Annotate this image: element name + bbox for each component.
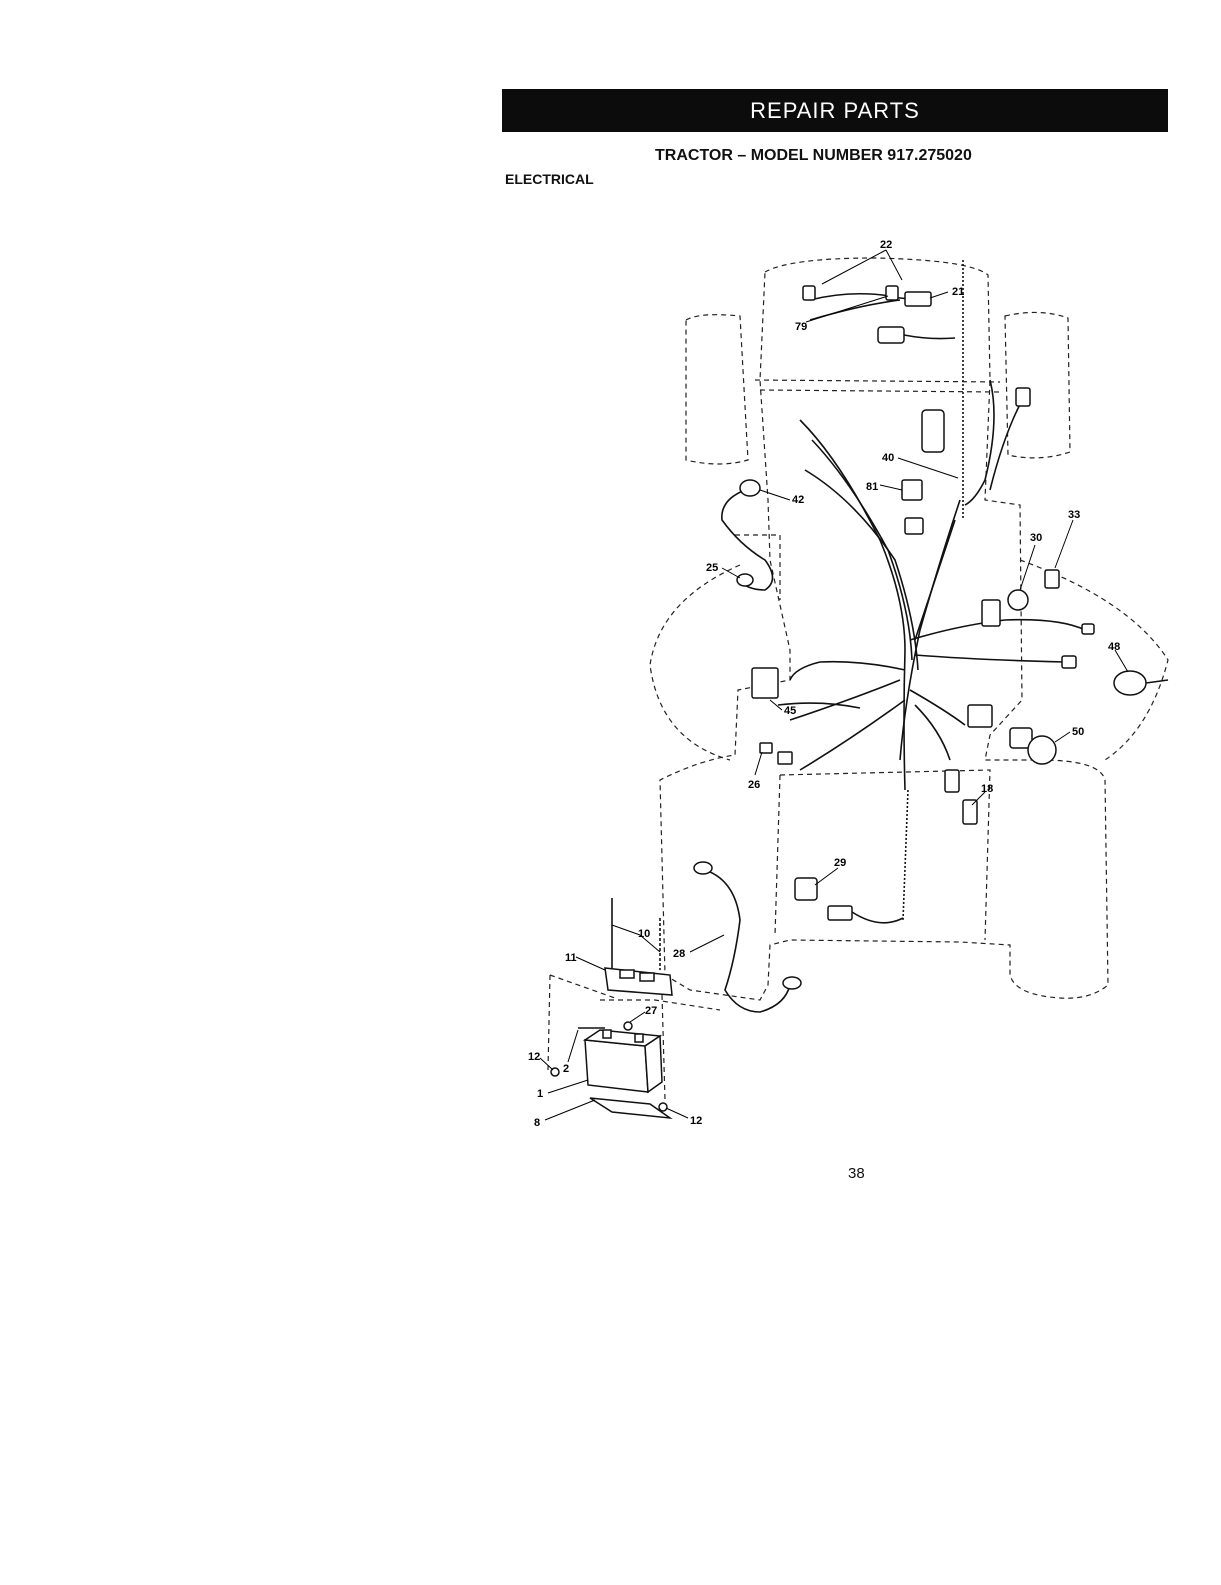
solenoid-29 [795,878,903,923]
callout-11: 11 [565,952,577,964]
callout-42: 42 [792,494,804,506]
repair-parts-banner: REPAIR PARTS [502,89,1168,132]
callout-22: 22 [880,239,892,251]
callout-81: 81 [866,481,878,493]
callout-26: 26 [748,779,760,791]
callout-21: 21 [952,286,964,298]
callout-45: 45 [784,705,796,717]
callout-33: 33 [1068,509,1080,521]
part-50 [1010,728,1056,764]
callout-48: 48 [1108,641,1120,653]
relay-81 [902,480,922,500]
section-label: ELECTRICAL [505,171,594,187]
callout-79: 79 [795,321,807,333]
part-26 [760,743,792,764]
callout-25: 25 [706,562,718,574]
callout-18: 18 [981,783,993,795]
callout-29: 29 [834,857,846,869]
callout-50: 50 [1072,726,1084,738]
callout-2: 2 [563,1063,569,1075]
callout-40: 40 [882,452,894,464]
ignition-switch-30 [1008,570,1059,610]
coiled-wire-lower [903,790,908,920]
battery-bracket [605,898,672,995]
part-18 [963,800,977,824]
part-48 [1114,671,1168,695]
electrical-parts-diagram: 22 21 79 40 81 42 33 30 25 48 45 50 26 1… [520,230,1180,1140]
callout-12-left: 12 [528,1051,540,1063]
callout-8: 8 [534,1117,540,1129]
battery-cable-28 [694,862,801,1012]
callout-27: 27 [645,1005,657,1017]
callout-28: 28 [673,948,685,960]
callout-10: 10 [638,928,650,940]
page-number: 38 [848,1165,865,1182]
callout-1: 1 [537,1088,543,1100]
banner-title: REPAIR PARTS [750,98,920,124]
front-headlight-harness [803,286,955,343]
callout-30: 30 [1030,532,1042,544]
model-number-title: TRACTOR – MODEL NUMBER 917.275020 [655,147,972,165]
callout-12-right: 12 [690,1115,702,1127]
